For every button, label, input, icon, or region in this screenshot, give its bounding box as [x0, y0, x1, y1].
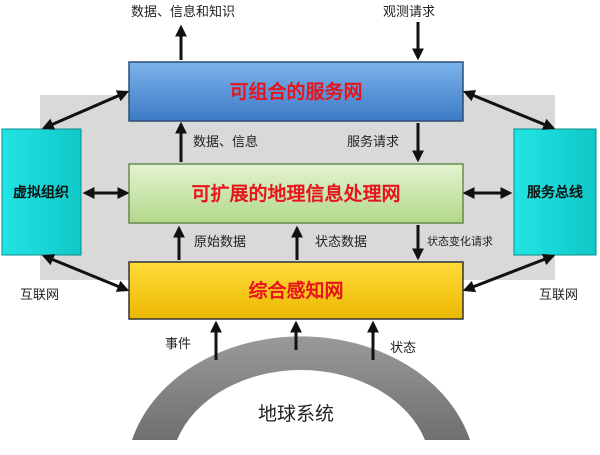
internet-left-label: 互联网 — [20, 288, 59, 303]
state-data-label: 状态数据 — [315, 235, 367, 250]
earth-arc — [132, 336, 470, 440]
state-label: 状态 — [390, 341, 416, 356]
knowledge-out-label: 数据、信息和知识 — [131, 4, 235, 20]
service-request-label: 服务请求 — [347, 134, 399, 150]
virtual-organization-label: 虚拟组织 — [13, 184, 69, 201]
arrow-bus-bottom — [462, 253, 556, 293]
service-bus-box — [513, 128, 597, 256]
data-info-label: 数据、信息 — [193, 134, 258, 150]
composable-service-network-label: 可组合的服务网 — [229, 80, 362, 103]
arrow-org-bottom — [41, 254, 130, 292]
geoprocessing-network-label: 可扩展的地理信息处理网 — [191, 182, 400, 205]
internet-right-label: 互联网 — [539, 288, 578, 303]
service-bus-label: 服务总线 — [527, 184, 583, 201]
arrow-bus-top — [462, 90, 556, 130]
sensing-network-box — [128, 261, 464, 320]
arrow-org-top — [41, 90, 130, 130]
state-change-request-label: 状态变化请求 — [427, 234, 493, 248]
event-label: 事件 — [165, 337, 191, 352]
virtual-organization-box — [1, 128, 82, 256]
raw-data-label: 原始数据 — [194, 235, 246, 250]
composable-service-network-box — [128, 61, 464, 122]
observation-request-label: 观测请求 — [383, 5, 435, 20]
sensing-network-label: 综合感知网 — [248, 279, 343, 302]
earth-system-label: 地球系统 — [258, 403, 334, 425]
